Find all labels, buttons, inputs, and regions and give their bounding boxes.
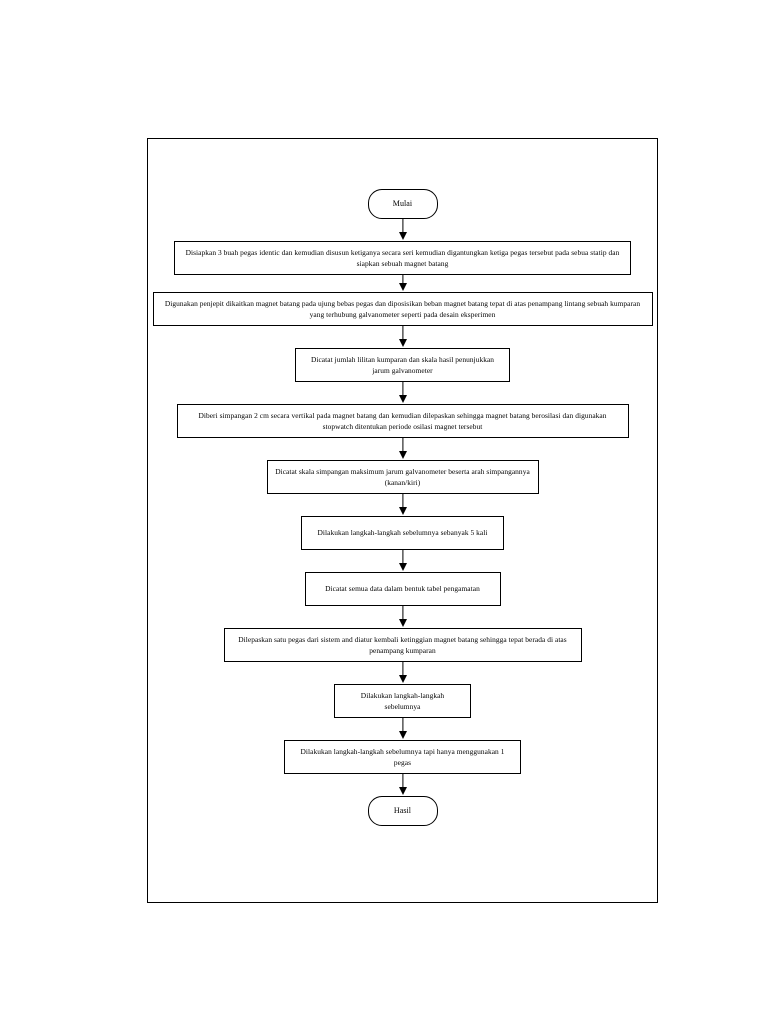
- flow-node-step10: Dilakukan langkah-langkah sebelumnya tap…: [284, 740, 521, 774]
- arrowhead-down-icon: [398, 787, 407, 795]
- flow-node-step6: Dilakukan langkah-langkah sebelumnya seb…: [301, 516, 504, 550]
- arrowhead-down-icon: [398, 731, 407, 739]
- arrowhead-down-icon: [398, 451, 407, 459]
- flow-arrow-step4-to-step5: [396, 438, 410, 460]
- arrowhead-down-icon: [398, 619, 407, 627]
- arrow-shaft: [401, 494, 404, 509]
- arrowhead-down-icon: [398, 563, 407, 571]
- arrowhead-down-icon: [398, 395, 407, 403]
- flow-arrow-step3-to-step4: [396, 382, 410, 404]
- arrowhead-down-icon: [398, 339, 407, 347]
- arrow-shaft: [401, 275, 404, 285]
- flow-node-step4: Diberi simpangan 2 cm secara vertikal pa…: [176, 404, 629, 438]
- page-border: Mulai Disiapkan 3 buah pegas identic dan…: [147, 138, 658, 903]
- flow-node-step9: Dilakukan langkah-langkah sebelumnya: [334, 684, 471, 718]
- arrow-shaft: [401, 774, 404, 789]
- flow-arrow-step9-to-step10: [396, 718, 410, 740]
- arrow-shaft: [401, 550, 404, 565]
- arrow-shaft: [401, 718, 404, 733]
- arrow-shaft: [401, 219, 404, 234]
- flow-node-step7: Dicatat semua data dalam bentuk tabel pe…: [304, 572, 501, 606]
- flow-arrow-step10-to-end: [396, 774, 410, 796]
- flow-arrow-start-to-step1: [396, 219, 410, 241]
- flow-arrow-step7-to-step8: [396, 606, 410, 628]
- arrowhead-down-icon: [398, 675, 407, 683]
- flow-arrow-step5-to-step6: [396, 494, 410, 516]
- flowchart: Mulai Disiapkan 3 buah pegas identic dan…: [148, 139, 657, 902]
- arrow-shaft: [401, 326, 404, 341]
- flow-node-end: Hasil: [367, 796, 438, 826]
- flow-arrow-step6-to-step7: [396, 550, 410, 572]
- flow-node-step1: Disiapkan 3 buah pegas identic dan kemud…: [174, 241, 631, 275]
- flow-node-step5: Dicatat skala simpangan maksimum jarum g…: [266, 460, 539, 494]
- arrow-shaft: [401, 662, 404, 677]
- flow-node-step3: Dicatat jumlah lilitan kumparan dan skal…: [295, 348, 510, 382]
- flow-arrow-step8-to-step9: [396, 662, 410, 684]
- arrowhead-down-icon: [398, 283, 407, 291]
- arrowhead-down-icon: [398, 232, 407, 240]
- flow-arrow-step1-to-step2: [396, 275, 410, 292]
- flow-node-start: Mulai: [367, 189, 438, 219]
- flow-node-step2: Digunakan penjepit dikaitkan magnet bata…: [152, 292, 653, 326]
- arrow-shaft: [401, 438, 404, 453]
- arrowhead-down-icon: [398, 507, 407, 515]
- arrow-shaft: [401, 606, 404, 621]
- arrow-shaft: [401, 382, 404, 397]
- flow-arrow-step2-to-step3: [396, 326, 410, 348]
- flow-node-step8: Dilepaskan satu pegas dari sistem and di…: [223, 628, 582, 662]
